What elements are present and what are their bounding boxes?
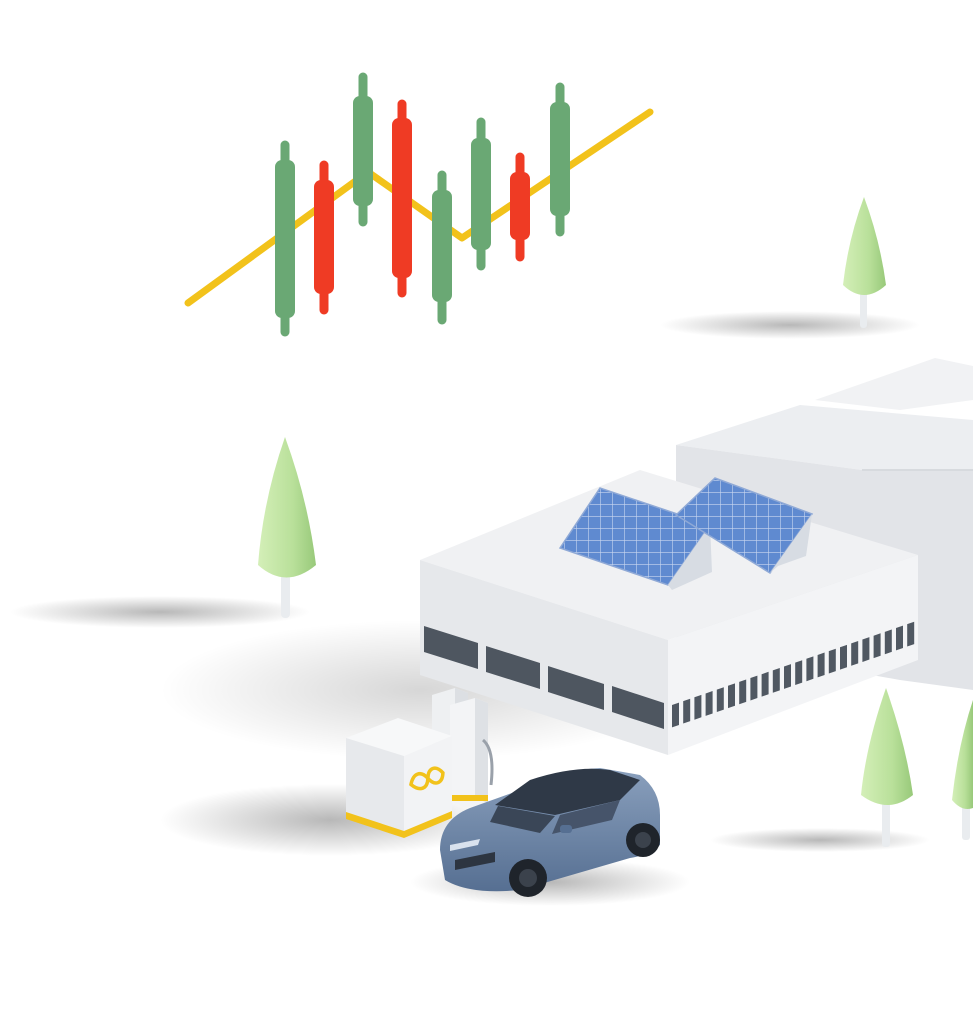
- building-window: [884, 629, 892, 655]
- building-window: [750, 675, 758, 701]
- candle-down: [392, 99, 412, 298]
- infinity-icon: [409, 766, 445, 791]
- building-window: [873, 633, 881, 659]
- building-window: [851, 641, 859, 666]
- building-window: [705, 691, 713, 716]
- candlestick-chart: [184, 72, 654, 337]
- candle-up: [353, 72, 373, 227]
- candle-up: [550, 82, 570, 237]
- candle-down: [314, 160, 334, 315]
- candle-body: [275, 160, 295, 318]
- building-windows-right: [672, 621, 915, 728]
- candle-body: [471, 138, 491, 250]
- building-window: [817, 652, 825, 678]
- building-window: [896, 625, 903, 651]
- building-window: [772, 667, 780, 693]
- building-window: [840, 644, 847, 670]
- tree-left: [10, 437, 316, 628]
- candle-body: [550, 102, 570, 216]
- candle-up: [275, 140, 295, 337]
- candle-body: [432, 190, 452, 302]
- building-window: [728, 683, 735, 709]
- building-windows-left: [424, 626, 664, 729]
- tree-edge-right: [952, 700, 973, 840]
- building-window: [907, 621, 915, 647]
- candle-body: [392, 118, 412, 278]
- building-window: [806, 656, 814, 682]
- building-window: [694, 694, 702, 720]
- candle-body: [510, 172, 530, 240]
- ev-charger-front: [450, 698, 494, 808]
- building-window: [683, 698, 691, 724]
- candle-up: [432, 170, 452, 325]
- candle-up: [471, 117, 491, 271]
- building-window: [795, 660, 803, 686]
- candle-down: [510, 152, 530, 262]
- candle-body: [314, 180, 334, 294]
- building-window: [716, 687, 724, 712]
- solar-panel-2: [674, 477, 814, 575]
- building-window: [761, 671, 769, 697]
- trend-line: [184, 108, 654, 307]
- building-window: [672, 702, 679, 728]
- tree-top-right: [660, 197, 920, 339]
- battery-storage-box: [346, 718, 452, 838]
- solar-panel-1: [558, 487, 712, 590]
- candle-body: [353, 96, 373, 206]
- building-window: [828, 648, 836, 674]
- building-window: [784, 664, 791, 689]
- building-window: [739, 679, 747, 705]
- electric-car: [440, 768, 660, 897]
- building-window: [862, 637, 870, 662]
- tree-bottom-right: [710, 688, 930, 852]
